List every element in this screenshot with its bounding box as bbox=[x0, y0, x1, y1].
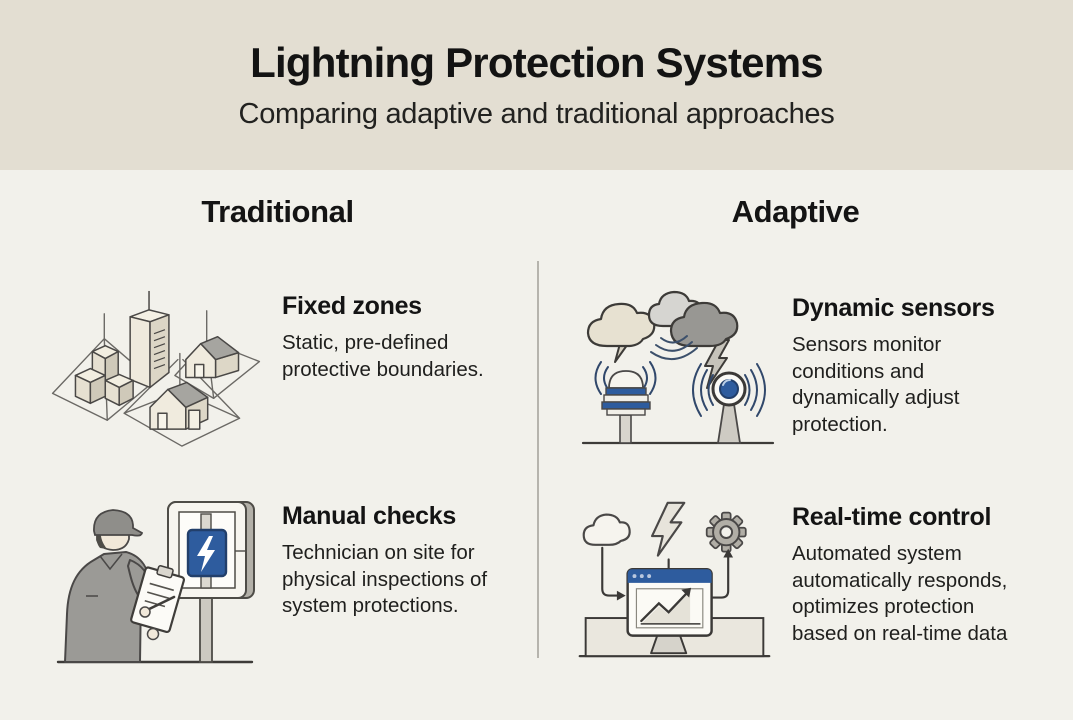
technician-hand bbox=[139, 606, 151, 618]
house-bottom bbox=[149, 381, 209, 430]
chart-area-fill bbox=[641, 591, 691, 624]
signal-waves bbox=[650, 335, 698, 360]
feature-manual-checks: Manual checks Technician on site for phy… bbox=[50, 494, 522, 672]
block-buildings bbox=[74, 344, 134, 407]
column-header-adaptive: Adaptive bbox=[731, 194, 860, 229]
lightning-bolt-icon bbox=[650, 501, 686, 557]
cloud-icon bbox=[582, 513, 631, 546]
lightning-bolt-right bbox=[704, 339, 730, 389]
feature-fixed-zones: Fixed zones Static, pre-defined protecti… bbox=[42, 284, 522, 458]
feature-copy: Real-time control Automated system autom… bbox=[792, 493, 1032, 665]
page-subtitle: Comparing adaptive and traditional appro… bbox=[238, 98, 835, 130]
feature-heading: Fixed zones bbox=[282, 292, 422, 320]
feature-copy: Manual checks Technician on site for phy… bbox=[282, 494, 522, 672]
technician-figure bbox=[64, 509, 186, 663]
column-divider bbox=[537, 261, 539, 658]
browser-titlebar bbox=[627, 569, 712, 583]
feature-description: Sensors monitor conditions and dynamical… bbox=[792, 333, 960, 436]
technician-hand-lower bbox=[146, 627, 160, 641]
skyscraper bbox=[129, 290, 170, 389]
gear-icon bbox=[705, 511, 747, 553]
feature-copy: Dynamic sensors Sensors monitor conditio… bbox=[792, 286, 1032, 456]
feature-description: Automated system automatically responds,… bbox=[792, 542, 1008, 645]
feature-heading: Dynamic sensors bbox=[792, 294, 995, 322]
chart-arrowhead bbox=[681, 587, 692, 598]
feature-description: Static, pre-defined protective boundarie… bbox=[282, 331, 484, 381]
feature-description: Technician on site for physical inspecti… bbox=[282, 541, 488, 618]
browser-window bbox=[626, 568, 713, 637]
flow-arrows bbox=[601, 546, 730, 599]
feature-heading: Real-time control bbox=[792, 503, 992, 531]
column-header-traditional: Traditional bbox=[201, 194, 354, 229]
technician-inspection-icon bbox=[50, 494, 260, 672]
feature-realtime-control: Real-time control Automated system autom… bbox=[572, 493, 1032, 665]
chart-trend-line bbox=[640, 590, 690, 623]
sensor-waves-left bbox=[594, 361, 657, 395]
technician-cap bbox=[93, 509, 144, 537]
sensor-waves-right bbox=[692, 363, 766, 417]
feature-copy: Fixed zones Static, pre-defined protecti… bbox=[282, 284, 522, 458]
feature-dynamic-sensors: Dynamic sensors Sensors monitor conditio… bbox=[577, 286, 1032, 456]
storm-sensors-svg bbox=[581, 290, 775, 445]
lightning-bolt-glyph bbox=[197, 536, 215, 572]
cloud-left bbox=[586, 302, 656, 348]
automated-control-icon bbox=[572, 493, 777, 665]
page-title: Lightning Protection Systems bbox=[250, 39, 823, 86]
arrowhead-right bbox=[616, 590, 626, 601]
lightning-panel-sign bbox=[167, 501, 255, 663]
technician-inspection-svg bbox=[56, 501, 255, 664]
feature-heading: Manual checks bbox=[282, 502, 456, 530]
lens-sensor bbox=[692, 363, 766, 444]
arrowhead-up bbox=[723, 548, 734, 558]
header-band: Lightning Protection Systems Comparing a… bbox=[0, 0, 1073, 170]
house-right bbox=[185, 335, 240, 379]
automated-control-svg bbox=[578, 501, 771, 658]
city-protection-zones-svg bbox=[51, 290, 261, 447]
weather-sensor bbox=[594, 361, 657, 444]
storm-sensors-icon bbox=[577, 286, 777, 456]
technician-hair bbox=[96, 532, 107, 549]
city-protection-zones-icon bbox=[42, 284, 267, 458]
